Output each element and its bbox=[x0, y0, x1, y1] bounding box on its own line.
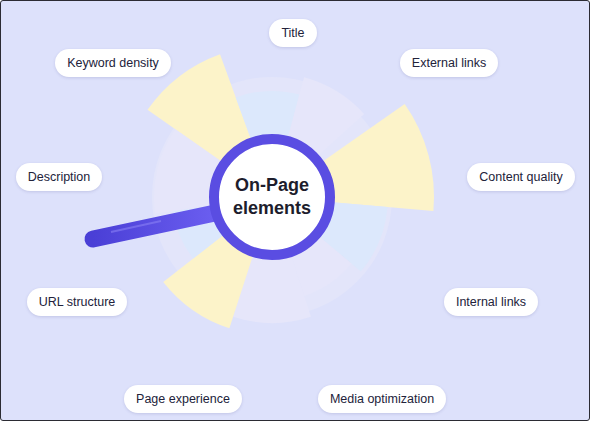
element-label: Media optimization bbox=[330, 391, 434, 407]
element-label: Description bbox=[28, 169, 91, 185]
element-pill: Media optimization bbox=[318, 385, 446, 413]
element-pill: Page experience bbox=[124, 385, 242, 413]
element-label: Page experience bbox=[136, 391, 230, 407]
center-title: On-Page elements bbox=[226, 174, 318, 220]
magnifier-handle bbox=[93, 213, 215, 239]
element-pill: Keyword density bbox=[55, 49, 171, 77]
element-label: Content quality bbox=[479, 169, 562, 185]
element-label: External links bbox=[412, 55, 486, 71]
element-pill: Description bbox=[16, 163, 103, 191]
element-pill: URL structure bbox=[27, 288, 128, 316]
element-label: Keyword density bbox=[67, 55, 159, 71]
element-pill: Content quality bbox=[467, 163, 574, 191]
handle-bar bbox=[93, 213, 215, 239]
element-label: URL structure bbox=[39, 294, 116, 310]
element-label: Title bbox=[281, 25, 304, 41]
polar-wedges bbox=[147, 54, 434, 328]
element-pill: Internal links bbox=[444, 288, 538, 316]
element-pill: Title bbox=[269, 19, 316, 47]
handle-shine bbox=[111, 221, 161, 232]
element-pill: External links bbox=[400, 49, 498, 77]
element-label: Internal links bbox=[456, 294, 526, 310]
center-magnifier: On-Page elements bbox=[209, 134, 335, 260]
